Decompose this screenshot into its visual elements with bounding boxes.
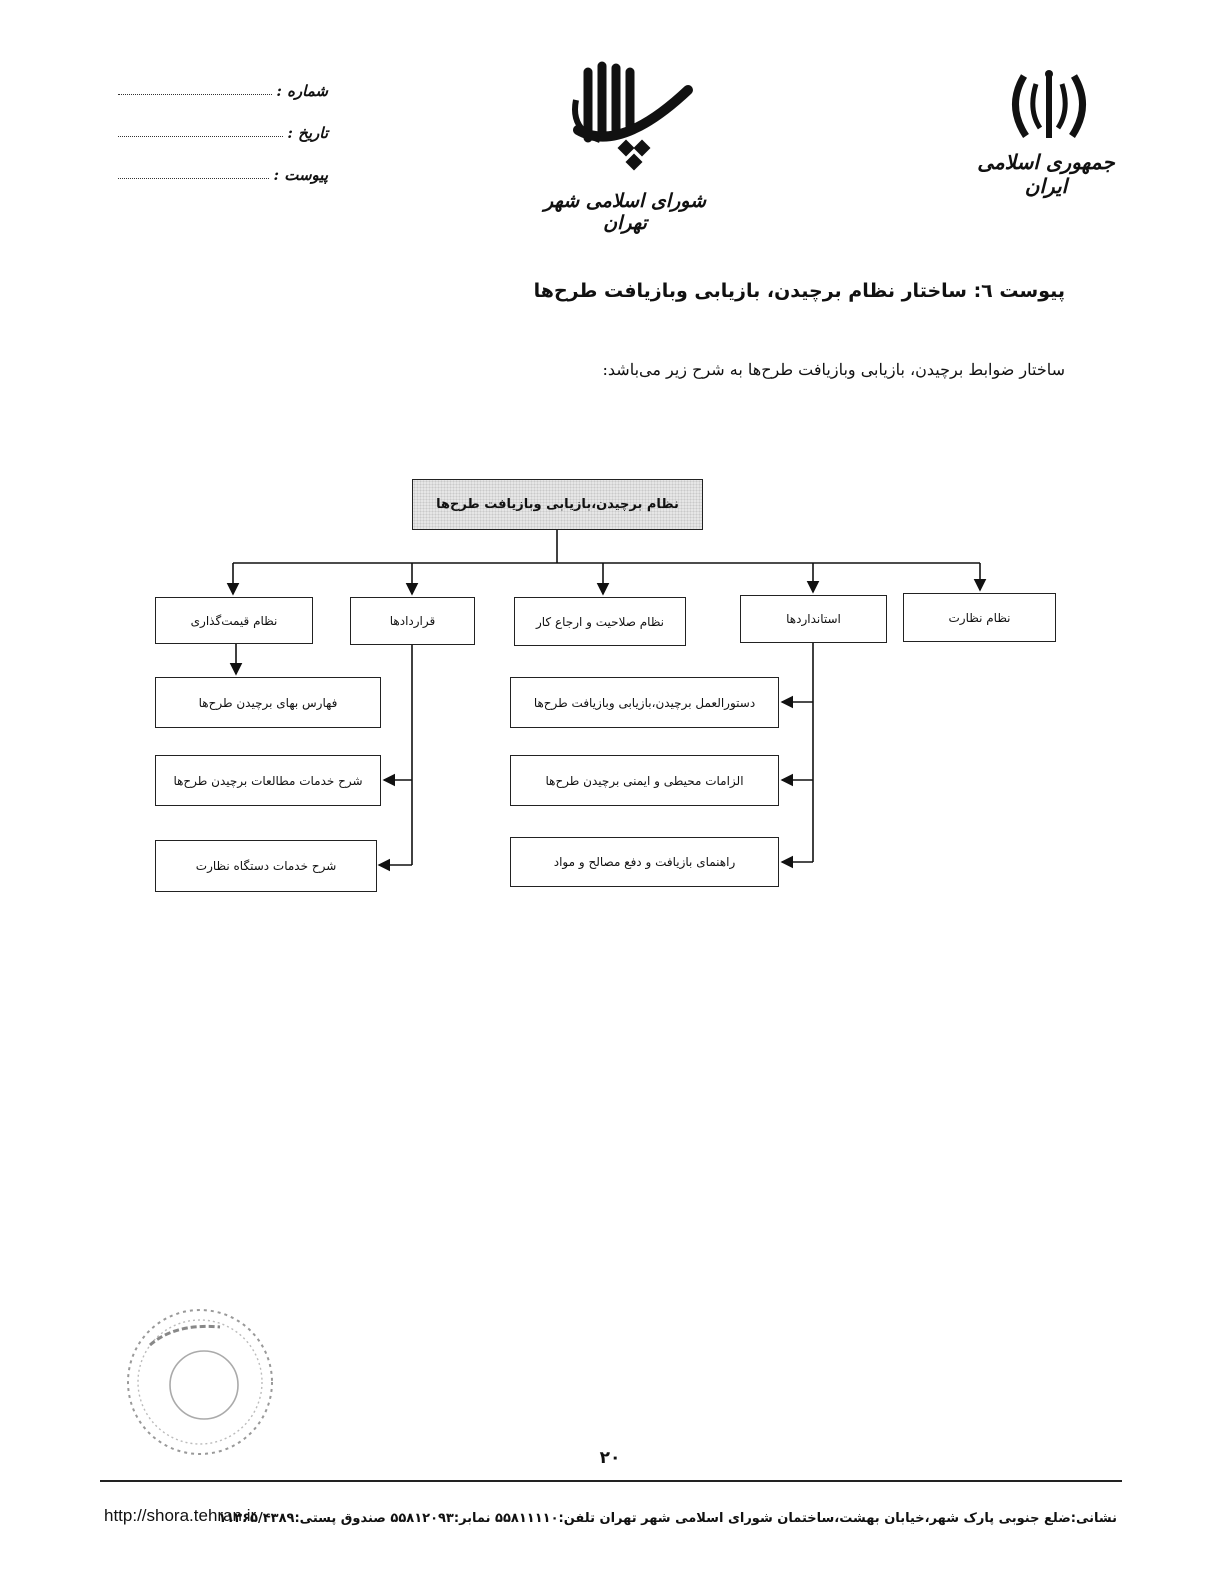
council-logo-icon	[572, 61, 693, 171]
footer-url[interactable]: http://shora.tehran.ir	[104, 1506, 257, 1525]
node-label: شرح خدمات مطالعات برچیدن طرح‌ها	[173, 773, 363, 788]
node-standards: استانداردها	[740, 595, 887, 643]
node-label: شرح خدمات دستگاه نظارت	[195, 859, 337, 873]
node-environmental-requirements: الزامات محیطی و ایمنی برچیدن طرح‌ها	[510, 755, 779, 806]
official-stamp-icon	[127, 1309, 273, 1455]
org-chart-connectors	[226, 530, 987, 872]
iran-emblem-icon	[1012, 70, 1086, 138]
node-label: قراردادها	[389, 614, 436, 628]
number-dots	[118, 94, 273, 95]
intro-text: ساختار ضوابط برچیدن، بازیابی وبازیافت طر…	[602, 360, 1066, 379]
node-contracts: قراردادها	[350, 597, 475, 645]
root-node-label: نظام برچیدن،بازیابی وبازیافت طرح‌ها	[436, 497, 679, 512]
page-number: ٢٠	[599, 1448, 621, 1468]
node-label: نظام صلاحیت و ارجاع کار	[535, 614, 665, 629]
footer-address: نشانی:ضلع جنوبی پارک شهر،خیابان بهشت،ساخ…	[218, 1511, 1117, 1526]
iran-label: جمهوری اسلامی ایران	[977, 150, 1115, 198]
node-pricing-system: نظام قیمت‌گذاری	[155, 597, 313, 644]
node-recycling-guide: راهنمای بازیافت و دفع مصالح و مواد	[510, 837, 779, 887]
node-label: دستورالعمل برچیدن،بازیابی وبازیافت طرح‌ه…	[533, 695, 756, 710]
node-label: نظام قیمت‌گذاری	[190, 613, 278, 628]
node-qualification-system: نظام صلاحیت و ارجاع کار	[514, 597, 686, 646]
node-label: نظام نظارت	[948, 610, 1011, 625]
attachment-dots	[118, 178, 270, 179]
node-study-services: شرح خدمات مطالعات برچیدن طرح‌ها	[155, 755, 381, 806]
footer-divider	[100, 1480, 1122, 1482]
date-label: تاریخ :	[287, 124, 328, 142]
node-label: الزامات محیطی و ایمنی برچیدن طرح‌ها	[545, 773, 744, 788]
node-price-lists: فهارس بهای برچیدن طرح‌ها	[155, 677, 381, 728]
attachment-field: پیوست :	[118, 158, 328, 184]
date-dots	[118, 136, 284, 137]
attachment-label: پیوست :	[273, 166, 328, 184]
node-label: فهارس بهای برچیدن طرح‌ها	[198, 695, 338, 710]
number-field: شماره :	[118, 74, 328, 100]
node-dismantling-guideline: دستورالعمل برچیدن،بازیابی وبازیافت طرح‌ه…	[510, 677, 779, 728]
root-node: نظام برچیدن،بازیابی وبازیافت طرح‌ها	[412, 479, 703, 530]
page-title: پیوست ٦: ساختار نظام برچیدن، بازیابی وبا…	[533, 280, 1065, 302]
node-supervision-system: نظام نظارت	[903, 593, 1056, 642]
node-label: استانداردها	[786, 612, 841, 626]
node-label: راهنمای بازیافت و دفع مصالح و مواد	[553, 855, 736, 869]
number-label: شماره :	[276, 82, 328, 100]
node-supervision-services: شرح خدمات دستگاه نظارت	[155, 840, 377, 892]
council-label: شورای اسلامی شهر تهران	[543, 190, 706, 234]
date-field: تاریخ :	[118, 116, 328, 142]
